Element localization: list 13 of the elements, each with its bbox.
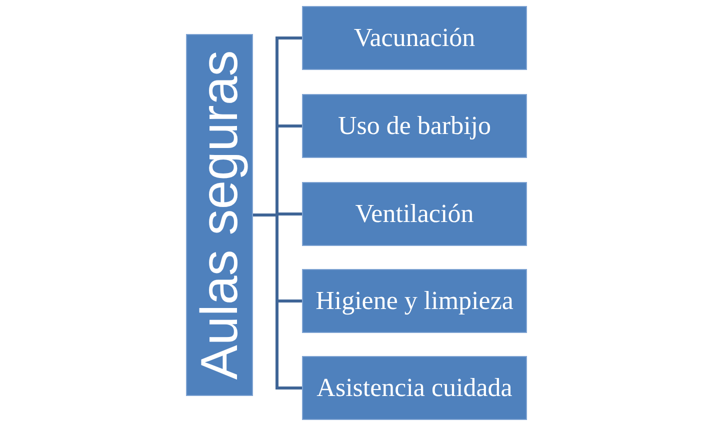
topic-box <box>302 269 527 333</box>
topic-label: Asistencia cuidada <box>316 375 512 401</box>
topic-label: Vacunación <box>354 25 476 51</box>
topic-box <box>302 94 527 158</box>
vertical-title: Aulas seguras <box>194 50 246 380</box>
vertical-title-box <box>186 34 253 396</box>
topic-label: Higiene y limpieza <box>316 288 514 314</box>
topic-box <box>302 356 527 420</box>
topic-box <box>302 182 527 246</box>
topic-label: Uso de barbijo <box>338 113 492 139</box>
topic-label: Ventilación <box>355 201 474 227</box>
bracket-connector <box>253 214 302 390</box>
topic-box <box>302 6 527 70</box>
